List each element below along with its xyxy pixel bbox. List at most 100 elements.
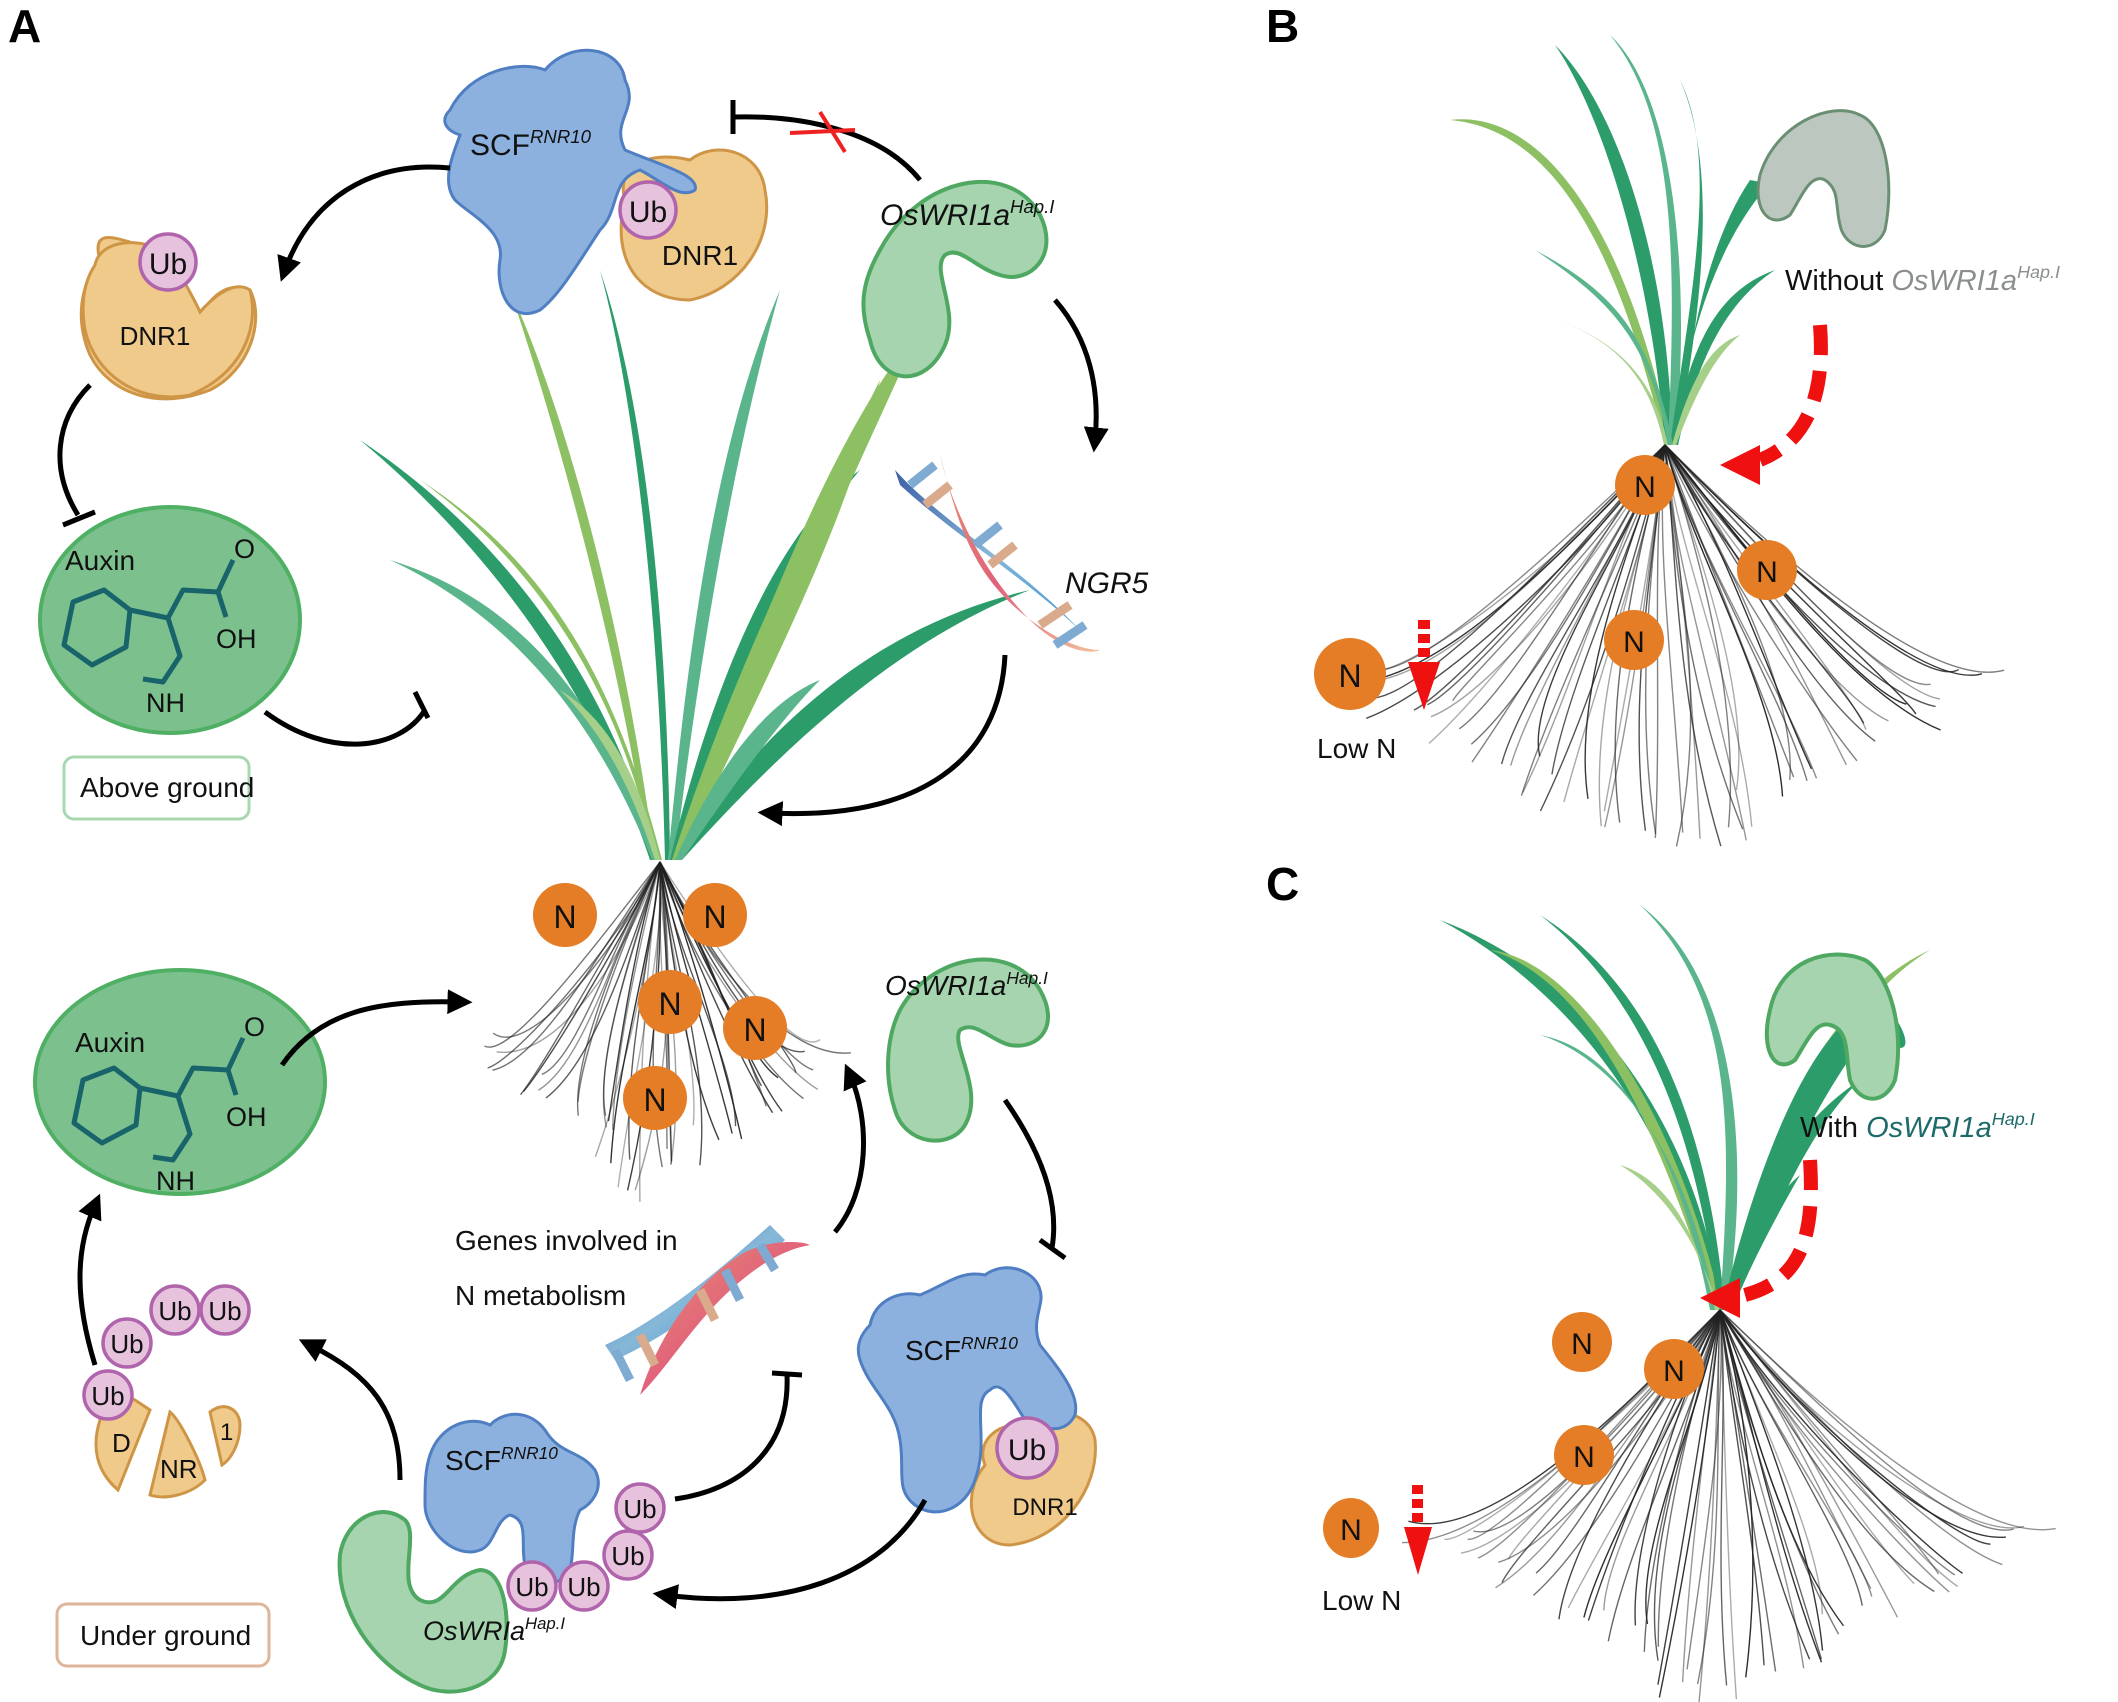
under-ground-label-box	[55, 1602, 271, 1668]
root-strand	[1532, 1309, 1721, 1596]
svg-text:N: N	[1634, 471, 1656, 504]
right-oswri1a-label: OsWRI1aHap.I	[885, 968, 1048, 1001]
nitrogen-ball: N	[723, 996, 787, 1060]
svg-text:O: O	[244, 1012, 265, 1042]
root-strand	[1719, 1309, 1963, 1574]
root-strand	[1719, 1309, 1823, 1615]
top-scf-complex: SCFRNR10 Ub DNR1	[443, 48, 769, 316]
genes-label-line1: Genes involved in	[455, 1225, 678, 1256]
panel-c-roots	[1402, 1309, 2056, 1702]
svg-text:N: N	[1663, 1355, 1685, 1388]
root-strand	[1719, 1309, 1738, 1700]
svg-text:Ub: Ub	[567, 1572, 600, 1602]
red-dashed-arrow	[1757, 324, 1828, 467]
root-strand	[1686, 1309, 1722, 1670]
root-strand	[541, 861, 661, 1075]
root-strand	[1719, 1309, 1991, 1545]
grey-oswri1a-protein	[1756, 109, 1891, 248]
bottom-scf-label: SCFRNR10	[445, 1443, 558, 1476]
root-strand	[1719, 1309, 1824, 1651]
root-strand	[519, 861, 661, 1096]
right-scf-label: SCFRNR10	[905, 1333, 1018, 1366]
svg-text:Auxin: Auxin	[65, 545, 135, 576]
nitrogen-ball: N	[638, 970, 702, 1034]
root-strand	[1719, 1309, 1873, 1597]
with-caption: With OsWRI1aHap.I	[1800, 1109, 2035, 1144]
panel-letter-c: C	[1266, 858, 1299, 910]
svg-text:N: N	[743, 1012, 766, 1048]
root-strand	[1664, 444, 1936, 708]
root-strand	[659, 861, 804, 1100]
panel-b-low-n-legend: N Low N	[1314, 620, 1440, 764]
root-strand	[1587, 1309, 1721, 1621]
genes-label-line2: N metabolism	[455, 1280, 626, 1311]
root-strand	[1603, 1309, 1721, 1611]
root-strand	[1664, 444, 1865, 724]
red-arrow-head-icon	[1720, 445, 1760, 485]
root-strand	[1664, 444, 1784, 797]
panel-b-nitrogen-balls: N N N	[1604, 455, 1797, 670]
svg-text:DNR1: DNR1	[120, 321, 191, 351]
root-strand	[576, 861, 661, 1116]
green-oswri1a-protein	[1764, 952, 1901, 1101]
degraded-dnr1-polyub: D NR 1 Ub Ub Ub Ub	[82, 1284, 251, 1499]
arrow-scf-to-dnr1	[277, 164, 451, 282]
ngr5-dna-icon	[895, 455, 1100, 652]
root-strand	[1719, 1309, 1823, 1660]
root-strand	[484, 861, 661, 1048]
svg-text:N: N	[703, 899, 726, 935]
inhibition-bar	[1038, 1237, 1067, 1261]
root-strand	[607, 861, 661, 1122]
top-scf-label: SCFRNR10	[470, 126, 592, 162]
panel-b-roots	[1342, 444, 2005, 847]
root-strand	[602, 861, 661, 1116]
root-strand	[1643, 1309, 1721, 1652]
under-ground-label: Under ground	[80, 1620, 251, 1651]
low-n-label: Low N	[1317, 733, 1396, 764]
root-strand	[1664, 444, 1931, 686]
root-strand	[1719, 1309, 1840, 1635]
auxin-above-ground: Auxin O OH NH	[38, 505, 302, 735]
arrow-genes-to-roots	[833, 1063, 867, 1234]
inhibition-bar	[771, 1370, 803, 1378]
ub-circle	[995, 1416, 1059, 1480]
root-strand	[610, 861, 661, 1164]
red-down-arrow-icon	[1408, 620, 1440, 710]
root-strand	[659, 861, 819, 1091]
svg-text:N: N	[643, 1082, 666, 1118]
nitrogen-ball: N	[623, 1066, 687, 1130]
panel-a-plant	[360, 270, 1030, 860]
svg-text:N: N	[1623, 626, 1645, 659]
root-strand	[1634, 1309, 1721, 1626]
root-strand	[522, 861, 661, 1093]
arrow-to-degraded-dnr1	[298, 1339, 403, 1481]
nitrogen-ball: N	[1604, 610, 1664, 670]
arrow-degraded-to-auxin	[77, 1193, 102, 1366]
red-x-icon	[789, 110, 856, 154]
root-strand	[659, 861, 797, 1074]
ngr5-label: NGR5	[1065, 567, 1149, 600]
svg-text:N: N	[1571, 1328, 1593, 1361]
svg-text:1: 1	[220, 1419, 233, 1446]
arrow-ngr5-to-plant	[757, 654, 1008, 827]
svg-text:N: N	[1340, 1514, 1362, 1547]
above-ground-label-box	[62, 755, 251, 821]
right-scf-complex: SCFRNR10 Ub DNR1	[856, 1266, 1097, 1547]
svg-text:Ub: Ub	[158, 1296, 191, 1326]
red-dashed-arrow	[1743, 1159, 1818, 1302]
top-oswri1a-label: OsWRI1aHap.I	[880, 196, 1054, 232]
arrow-wri-to-ngr5	[1053, 298, 1109, 453]
root-strand	[594, 861, 661, 1157]
inhibition-bar	[412, 690, 431, 720]
panel-b-plant	[1450, 35, 1834, 445]
svg-text:Ub: Ub	[1008, 1434, 1046, 1467]
root-strand	[1664, 444, 2005, 673]
nitrogen-ball: N	[683, 883, 747, 947]
nitrogen-ball: N	[1552, 1312, 1612, 1372]
red-down-arrow-icon	[1404, 1485, 1432, 1575]
svg-text:N: N	[1573, 1441, 1595, 1474]
above-ground-label: Above ground	[80, 772, 254, 803]
svg-text:DNR1: DNR1	[1012, 1494, 1077, 1521]
root-strand	[1696, 1309, 1721, 1685]
root-strand	[1664, 444, 1808, 781]
